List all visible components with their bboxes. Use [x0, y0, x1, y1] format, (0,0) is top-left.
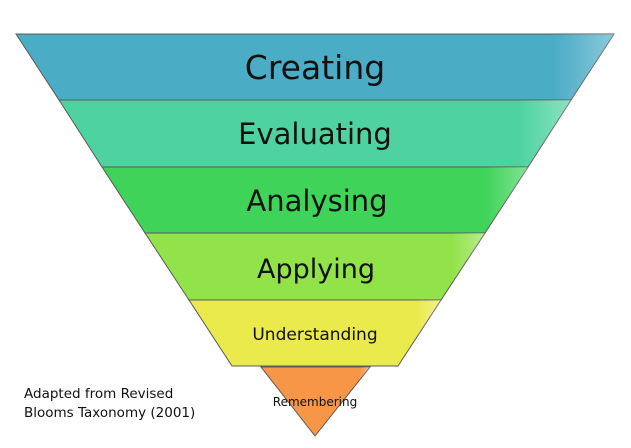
level-understanding-label: Understanding	[252, 325, 377, 345]
level-evaluating-label: Evaluating	[238, 117, 392, 151]
source-caption-line-1: Adapted from Revised	[24, 386, 174, 402]
level-creating-label: Creating	[245, 48, 385, 87]
level-applying-label: Applying	[257, 254, 375, 285]
level-analysing-label: Analysing	[246, 184, 387, 218]
level-remembering-label: Remembering	[273, 395, 357, 409]
level-analysing-gloss	[102, 167, 528, 233]
source-caption-line-2: Blooms Taxonomy (2001)	[24, 405, 196, 421]
level-applying-gloss	[145, 233, 485, 300]
level-creating-gloss	[16, 34, 614, 100]
source-caption: Adapted from Revised Blooms Taxonomy (20…	[24, 385, 195, 423]
level-remembering-gloss	[261, 367, 370, 436]
level-evaluating-gloss	[59, 100, 571, 167]
level-understanding-gloss	[189, 300, 441, 366]
